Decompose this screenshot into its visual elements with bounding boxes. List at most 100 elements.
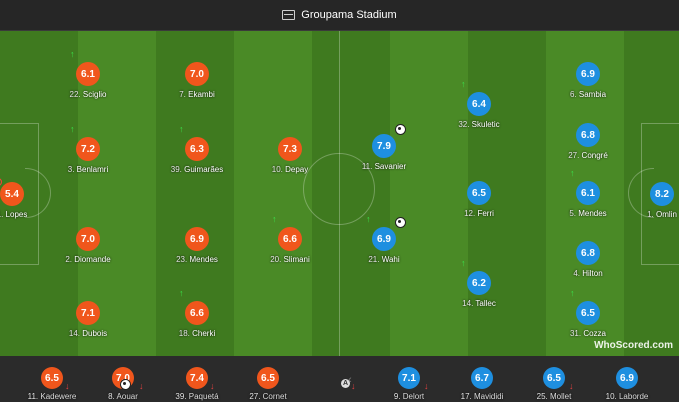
player-skuletic[interactable]: 6.4↑32. Skuletic <box>439 79 519 129</box>
stadium-name: Groupama Stadium <box>301 9 397 21</box>
player-name: 21. Wahi <box>344 255 424 264</box>
player-cozza[interactable]: 6.5↑31. Cozza <box>548 288 628 338</box>
shirt-number: 12. <box>464 209 478 218</box>
rating-badge: 5.4 <box>0 178 24 206</box>
scroll-left-icon[interactable]: ‹ <box>348 374 352 386</box>
shirt-number: 8. <box>108 392 117 401</box>
rating-badge: 6.5 <box>41 367 63 389</box>
whoscored-watermark: WhoScored.com <box>594 340 673 351</box>
player-name: 3. Benlamri <box>48 165 128 174</box>
rating-badge: 6.5 <box>257 367 279 389</box>
rating-badge: 6.3↑ <box>179 124 209 161</box>
player-tallec[interactable]: 6.2↑14. Tallec <box>439 258 519 308</box>
player-surname: Congré <box>581 151 608 160</box>
shirt-number: 32. <box>458 120 472 129</box>
rating-value: 6.2 <box>472 277 486 289</box>
shirt-number: 39. <box>170 165 185 174</box>
player-slimani[interactable]: 6.6↑20. Slimani <box>250 214 330 264</box>
rating-badge: 7.2↑ <box>70 124 100 161</box>
rating-badge: 6.8 <box>576 123 600 147</box>
subbed-off-arrow-icon: ↓ <box>569 381 574 391</box>
shirt-number: 9. <box>393 392 403 401</box>
player-name: 11. Savanier <box>344 162 424 171</box>
rating-value: 7.4 <box>190 372 204 384</box>
rating-badge: 6.7 <box>471 367 493 389</box>
subbed-on-arrow-icon: ↑ <box>570 288 575 298</box>
rating-value: 8.2 <box>655 188 669 200</box>
rating-value: 6.9 <box>190 233 204 245</box>
subbed-on-arrow-icon: ↑ <box>272 214 277 224</box>
goal-ball-icon <box>120 379 131 390</box>
player-name: 14. Dubois <box>48 329 128 338</box>
shirt-number: 11. <box>27 392 41 401</box>
shirt-number: 22. <box>69 90 83 99</box>
player-name: 8. Aouar <box>78 392 168 401</box>
player-sciglio[interactable]: 6.1↑22. Sciglio <box>48 49 128 99</box>
player-surname: Kadewere <box>40 392 77 401</box>
player-name: 12. Ferri <box>439 209 519 218</box>
rating-badge: 6.6↑ <box>179 288 209 325</box>
shirt-number: 10. <box>605 392 619 401</box>
shirt-number: 3. <box>67 165 77 174</box>
player-surname: Dubois <box>82 329 108 338</box>
player-wahi[interactable]: 6.9↑21. Wahi <box>344 214 424 264</box>
player-surname: Cornet <box>262 392 287 401</box>
rating-value: 6.5 <box>547 372 561 384</box>
shirt-number: 18. <box>178 329 193 338</box>
rating-value: 5.4 <box>5 188 19 200</box>
player-name: 10. Laborde <box>582 392 672 401</box>
shirt-number: 4. <box>573 269 583 278</box>
rating-value: 6.5 <box>472 187 486 199</box>
shirt-number: 20. <box>270 255 284 264</box>
rating-value: 6.8 <box>581 247 595 259</box>
player-surname: Savanier <box>374 162 407 171</box>
subbed-on-arrow-icon: ↑ <box>570 168 575 178</box>
shirt-number: 25. <box>536 392 550 401</box>
player-surname: Sciglio <box>82 90 107 99</box>
subbed-on-arrow-icon: ↑ <box>366 214 371 224</box>
player-kadewere[interactable]: ↓6.511. Kadewere <box>7 367 97 401</box>
rating-value: 7.2 <box>81 143 95 155</box>
player-surname: Cherki <box>192 329 216 338</box>
player-lopes[interactable]: 5.41. Lopes <box>0 178 52 219</box>
rating-value: 6.8 <box>581 129 595 141</box>
player-surname: Sambia <box>578 90 607 99</box>
rating-badge: 8.2 <box>650 182 674 206</box>
player-surname: Mendes <box>578 209 607 218</box>
player-benlamri[interactable]: 7.2↑ 3. Benlamri <box>48 124 128 174</box>
player-surname: Laborde <box>618 392 649 401</box>
player-cherki[interactable]: 6.6↑ 18. Cherki <box>157 288 237 338</box>
subbed-off-arrow-icon: ↓ <box>65 381 70 391</box>
player-name: 20. Slimani <box>250 255 330 264</box>
stadium-icon <box>282 10 296 20</box>
shirt-number: 17. <box>460 392 474 401</box>
player-surname: Aouar <box>116 392 138 401</box>
shirt-number: 5. <box>569 209 579 218</box>
subbed-off-arrow-icon: ↓ <box>139 381 144 391</box>
player-mendes-a[interactable]: 6.1↑5. Mendes <box>548 168 628 218</box>
shirt-number: 1. <box>647 210 656 219</box>
player-guimaraes[interactable]: 6.3↑39. Guimarães <box>157 124 237 174</box>
player-ferri[interactable]: 6.5 12. Ferri <box>439 181 519 218</box>
player-name: 6. Sambia <box>548 90 628 99</box>
assist-icon: A <box>341 379 350 388</box>
rating-value: 7.0 <box>81 233 95 245</box>
player-surname: Paquetá <box>188 392 219 401</box>
rating-badge: 7.3 <box>278 137 302 161</box>
